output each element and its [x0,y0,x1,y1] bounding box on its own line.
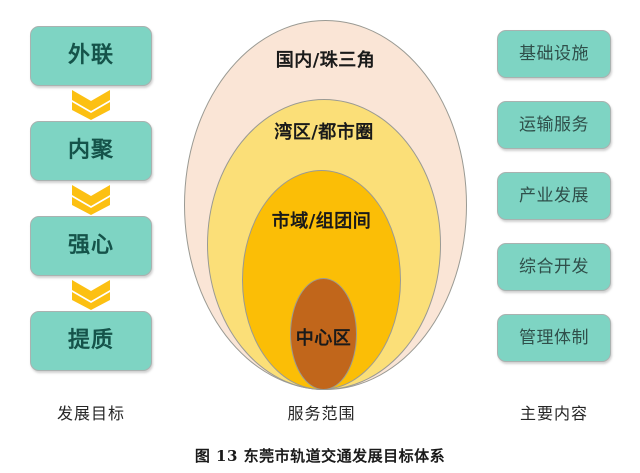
goal-box-1[interactable]: 外联 [30,26,152,86]
goal-box-3[interactable]: 强心 [30,216,152,276]
ring-second-label: 湾区/都市圈 [274,122,374,143]
goal-box-4[interactable]: 提质 [30,311,152,371]
content-box-2-label: 运输服务 [519,114,589,135]
content-box-2[interactable]: 运输服务 [497,101,611,149]
double-chevron-down-icon-2 [72,185,110,215]
content-box-3-label: 产业发展 [519,185,589,206]
goal-box-4-label: 提质 [67,328,114,353]
left-column-caption: 发展目标 [56,404,125,423]
ring-third-label: 市域/组团间 [271,211,372,232]
goal-box-1-label: 外联 [67,43,114,68]
ring-core[interactable] [290,278,357,390]
goal-box-3-label: 强心 [67,233,114,258]
figure-caption: 图 13 东莞市轨道交通发展目标体系 [194,447,446,465]
ring-core-label: 中心区 [295,328,352,349]
content-box-4-label: 综合开发 [519,256,589,277]
double-chevron-down-icon-1 [72,90,110,120]
double-chevron-down-icon-3 [72,280,110,310]
content-box-5[interactable]: 管理体制 [497,314,611,362]
right-column-caption: 主要内容 [519,404,588,423]
ring-outer-label: 国内/珠三角 [275,50,376,71]
goal-box-2[interactable]: 内聚 [30,121,152,181]
content-box-1[interactable]: 基础设施 [497,30,611,78]
goal-box-2-label: 内聚 [67,138,114,163]
center-column-caption: 服务范围 [287,404,356,423]
content-box-3[interactable]: 产业发展 [497,172,611,220]
content-box-5-label: 管理体制 [519,327,589,348]
content-box-4[interactable]: 综合开发 [497,243,611,291]
content-box-1-label: 基础设施 [519,43,589,64]
